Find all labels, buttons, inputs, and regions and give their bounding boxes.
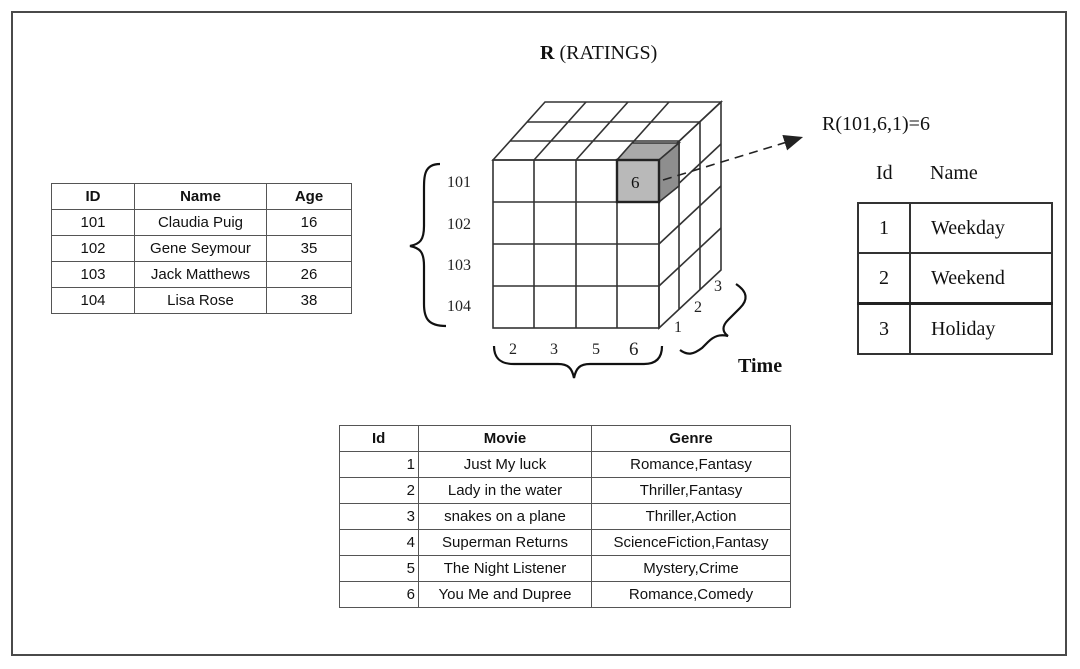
movie-title: The Night Listener	[418, 555, 592, 582]
table-row: 3 snakes on a plane Thriller,Action	[339, 503, 791, 530]
movie-title: Just My luck	[418, 451, 592, 478]
cube-time-label: 3	[714, 278, 722, 295]
time-name: Weekend	[909, 252, 1053, 305]
formula-label: R(101,6,1)=6	[822, 113, 930, 135]
time-header-id: Id	[876, 162, 893, 184]
user-name: Jack Matthews	[134, 261, 267, 288]
movies-header-movie: Movie	[418, 425, 592, 452]
time-table: 1 Weekday 2 Weekend 3 Holiday	[857, 202, 1053, 355]
movies-table: Id Movie Genre 1 Just My luck Romance,Fa…	[339, 425, 791, 608]
user-age: 16	[266, 209, 352, 236]
time-name: Holiday	[909, 302, 1053, 355]
table-row: 2 Weekend	[857, 252, 1053, 305]
cube-top-face	[491, 101, 724, 161]
table-row: 1 Weekday	[857, 202, 1053, 254]
highlighted-cell-value: 6	[631, 173, 640, 192]
movie-genre: Thriller,Action	[591, 503, 791, 530]
time-name: Weekday	[909, 202, 1053, 254]
table-row: 1 Just My luck Romance,Fantasy	[339, 451, 791, 478]
user-name: Lisa Rose	[134, 287, 267, 314]
time-id: 3	[857, 302, 911, 355]
time-id: 2	[857, 252, 911, 305]
cube-user-label: 102	[447, 216, 471, 233]
movie-id: 6	[339, 581, 419, 608]
table-row: 103 Jack Matthews 26	[51, 261, 352, 288]
table-row: 102 Gene Seymour 35	[51, 235, 352, 262]
title-paren: (RATINGS)	[559, 42, 658, 64]
time-id: 1	[857, 202, 911, 254]
movie-id: 3	[339, 503, 419, 530]
movie-genre: Romance,Fantasy	[591, 451, 791, 478]
cube-time-label: 1	[674, 319, 682, 336]
user-id: 101	[51, 209, 135, 236]
cube-right-face	[658, 100, 722, 330]
cube-movie-label: 3	[550, 341, 558, 358]
movie-id: 2	[339, 477, 419, 504]
time-header-name: Name	[930, 162, 978, 184]
dashed-arrow	[662, 135, 804, 181]
movies-header-row: Id Movie Genre	[339, 425, 791, 452]
table-row: 5 The Night Listener Mystery,Crime	[339, 555, 791, 582]
movies-brace	[492, 345, 664, 379]
time-axis-label: Time	[738, 355, 782, 377]
highlighted-cell: 6	[615, 141, 682, 204]
user-age: 26	[266, 261, 352, 288]
time-brace	[679, 283, 747, 355]
diagram-title: R (RATINGS)	[540, 42, 720, 65]
cube-user-label: 101	[447, 174, 471, 191]
movie-title: You Me and Dupree	[418, 581, 592, 608]
user-id: 102	[51, 235, 135, 262]
table-row: 6 You Me and Dupree Romance,Comedy	[339, 581, 791, 608]
table-row: 104 Lisa Rose 38	[51, 287, 352, 314]
ratings-cube	[491, 100, 724, 330]
cube-user-label: 103	[447, 257, 471, 274]
diagram-frame	[11, 11, 1067, 656]
title-main: R	[540, 42, 555, 64]
movie-genre: Romance,Comedy	[591, 581, 791, 608]
users-brace	[409, 162, 447, 328]
cube-movie-label: 6	[629, 339, 639, 360]
user-id: 104	[51, 287, 135, 314]
table-row: 101 Claudia Puig 16	[51, 209, 352, 236]
user-age: 38	[266, 287, 352, 314]
cube-time-label: 2	[694, 299, 702, 316]
movies-header-genre: Genre	[591, 425, 791, 452]
users-table: ID Name Age 101 Claudia Puig 16 102 Gene…	[51, 183, 352, 314]
cube-movie-label: 5	[592, 341, 600, 358]
table-row: 3 Holiday	[857, 302, 1053, 355]
cube-user-label: 104	[447, 298, 471, 315]
cube-movie-label: 2	[509, 341, 517, 358]
